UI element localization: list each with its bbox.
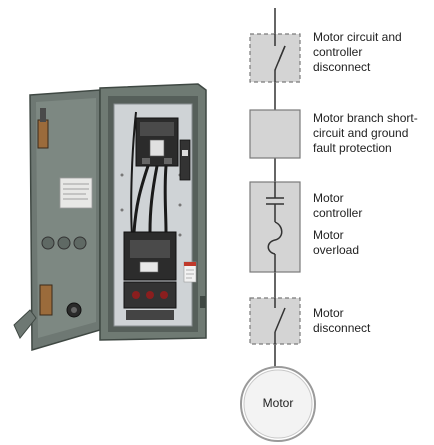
label-motor-controller: Motor controller	[313, 191, 363, 220]
label-motor: Motor	[262, 396, 294, 410]
motor-starter-enclosure-photo	[13, 83, 207, 352]
label-circuit-controller-disconnect: Motor circuit and controller disconnect	[313, 30, 402, 74]
branch-protection-box	[249, 109, 301, 159]
label-motor-overload: Motor overload	[313, 228, 360, 257]
overload-symbol	[267, 221, 283, 255]
switch-symbol-bottom	[274, 307, 286, 333]
label-motor-disconnect: Motor disconnect	[313, 306, 371, 335]
label-branch-protection: Motor branch short-circuit and ground fa…	[313, 111, 418, 155]
